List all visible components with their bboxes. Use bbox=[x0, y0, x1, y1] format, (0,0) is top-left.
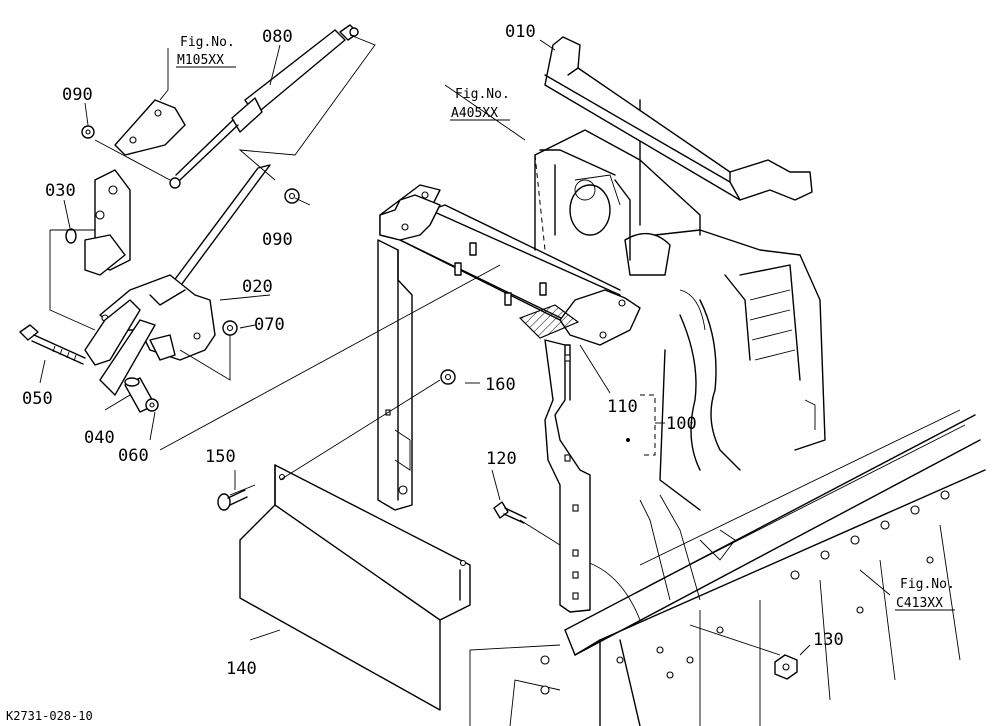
fig-ref-m105xx: Fig.No. M105XX bbox=[176, 35, 236, 68]
label-090-upper: 090 bbox=[62, 85, 93, 105]
part-080-gas-spring bbox=[169, 24, 359, 189]
part-140-lower-cover bbox=[239, 464, 471, 711]
part-120-bolt bbox=[493, 501, 527, 524]
label-120: 120 bbox=[486, 449, 517, 469]
part-labels: 010 020 030 040 050 060 070 080 090 090 … bbox=[22, 22, 844, 679]
frame-chassis bbox=[469, 409, 986, 726]
part-030-hinge bbox=[84, 99, 186, 276]
label-030: 030 bbox=[45, 181, 76, 201]
fig-ref-code: C413XX bbox=[896, 596, 943, 611]
part-030-washer bbox=[65, 228, 77, 244]
label-070: 070 bbox=[254, 315, 285, 335]
drawing-code: K2731-028-10 bbox=[6, 709, 93, 723]
label-130: 130 bbox=[813, 630, 844, 650]
label-050: 050 bbox=[22, 389, 53, 409]
fig-ref-label: Fig.No. bbox=[900, 577, 955, 592]
label-100: 100 bbox=[666, 414, 697, 434]
label-140: 140 bbox=[226, 659, 257, 679]
label-080: 080 bbox=[262, 27, 293, 47]
part-130-nut bbox=[774, 654, 798, 680]
stud-bolts bbox=[454, 242, 547, 306]
fig-ref-label: Fig.No. bbox=[180, 35, 235, 50]
part-010-cross-bar bbox=[544, 36, 813, 201]
label-040: 040 bbox=[84, 428, 115, 448]
part-050-bolt bbox=[19, 324, 86, 365]
fig-ref-code: A405XX bbox=[451, 106, 498, 121]
part-070-nut bbox=[222, 320, 238, 336]
fig-ref-label: Fig.No. bbox=[455, 87, 510, 102]
fig-ref-c413xx: Fig.No. C413XX bbox=[895, 577, 955, 611]
part-020-lever bbox=[84, 164, 271, 396]
leader-lines bbox=[39, 34, 891, 656]
part-150-bolt bbox=[217, 489, 248, 511]
label-010: 010 bbox=[505, 22, 536, 42]
part-060-nut bbox=[145, 398, 159, 412]
fig-ref-code: M105XX bbox=[177, 53, 224, 68]
label-090-lower: 090 bbox=[262, 230, 293, 250]
label-160: 160 bbox=[485, 375, 516, 395]
fig-ref-a405xx: Fig.No. A405XX bbox=[450, 87, 510, 121]
label-110: 110 bbox=[607, 397, 638, 417]
label-150: 150 bbox=[205, 447, 236, 467]
part-090-nut-lower bbox=[284, 188, 300, 204]
part-090-nut-upper bbox=[81, 125, 95, 139]
label-060: 060 bbox=[118, 446, 149, 466]
part-160-clip bbox=[440, 369, 456, 385]
label-020: 020 bbox=[242, 277, 273, 297]
